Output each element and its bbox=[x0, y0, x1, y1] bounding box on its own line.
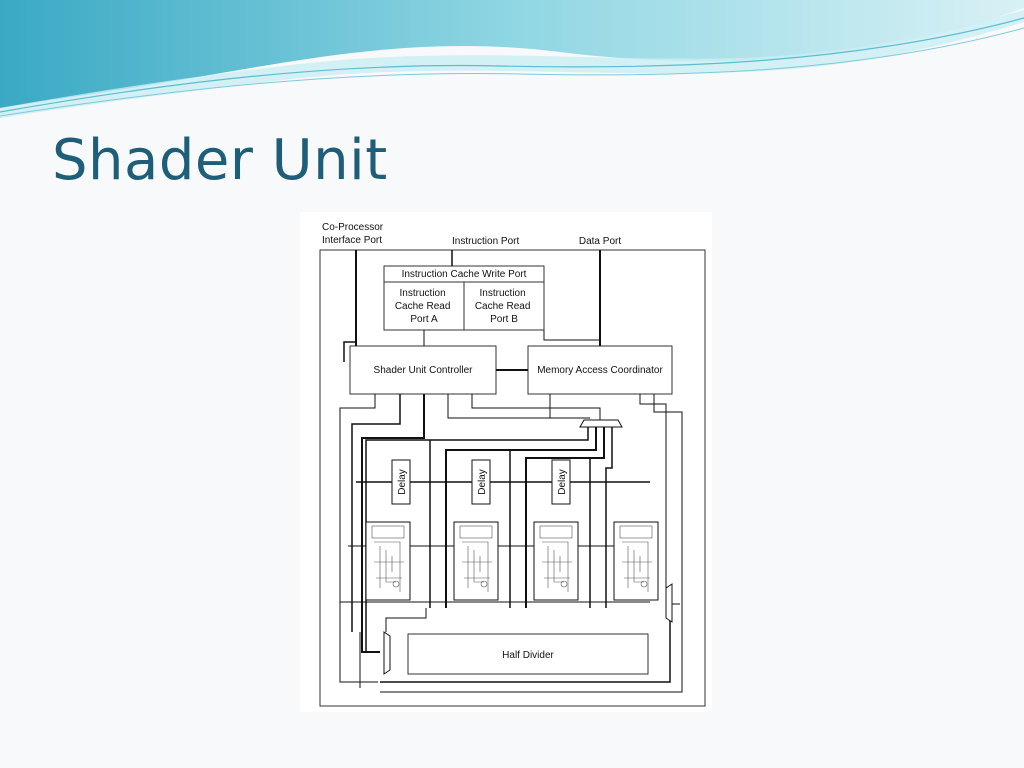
wave-line-1 bbox=[0, 17, 1024, 113]
data-port-label: Data Port bbox=[579, 236, 621, 247]
delay-box-1: Delay bbox=[391, 459, 411, 505]
processing-element-2 bbox=[453, 521, 499, 601]
memory-access-coordinator-label: Memory Access Coordinator bbox=[537, 365, 663, 376]
instruction-cache-block: Instruction Cache Write Port Instruction… bbox=[383, 265, 545, 331]
right-multiplexer bbox=[665, 583, 673, 623]
coprocessor-port-label: Co-Processor Interface Port bbox=[322, 222, 386, 246]
wave-band-top bbox=[0, 0, 1024, 108]
delay-box-2: Delay bbox=[471, 459, 491, 505]
background-waves bbox=[0, 0, 1024, 118]
processing-element-4 bbox=[613, 521, 659, 601]
slide-title: Shader Unit bbox=[52, 128, 388, 193]
half-divider-label: Half Divider bbox=[502, 650, 554, 661]
delay-box-3: Delay bbox=[551, 459, 571, 505]
instruction-port-label: Instruction Port bbox=[452, 236, 519, 247]
wave-band-light bbox=[0, 10, 1024, 118]
wires bbox=[339, 250, 683, 693]
delay-label-2: Delay bbox=[477, 469, 488, 495]
half-divider-box: Half Divider bbox=[407, 633, 649, 675]
delay-label-1: Delay bbox=[397, 469, 408, 495]
left-multiplexer bbox=[383, 631, 391, 675]
shader-unit-controller-label: Shader Unit Controller bbox=[374, 365, 474, 376]
wave-line-2 bbox=[0, 27, 1024, 117]
icache-read-port-a: Instruction Cache Read Port A bbox=[395, 288, 453, 325]
outer-frame bbox=[319, 249, 706, 707]
icache-write-port: Instruction Cache Write Port bbox=[402, 269, 527, 280]
icache-read-port-b: Instruction Cache Read Port B bbox=[475, 288, 533, 325]
processing-element-1 bbox=[365, 521, 411, 601]
shader-unit-diagram: Co-Processor Interface Port Instruction … bbox=[300, 212, 712, 712]
processing-element-3 bbox=[533, 521, 579, 601]
top-multiplexer bbox=[579, 419, 623, 428]
delay-label-3: Delay bbox=[557, 469, 568, 495]
